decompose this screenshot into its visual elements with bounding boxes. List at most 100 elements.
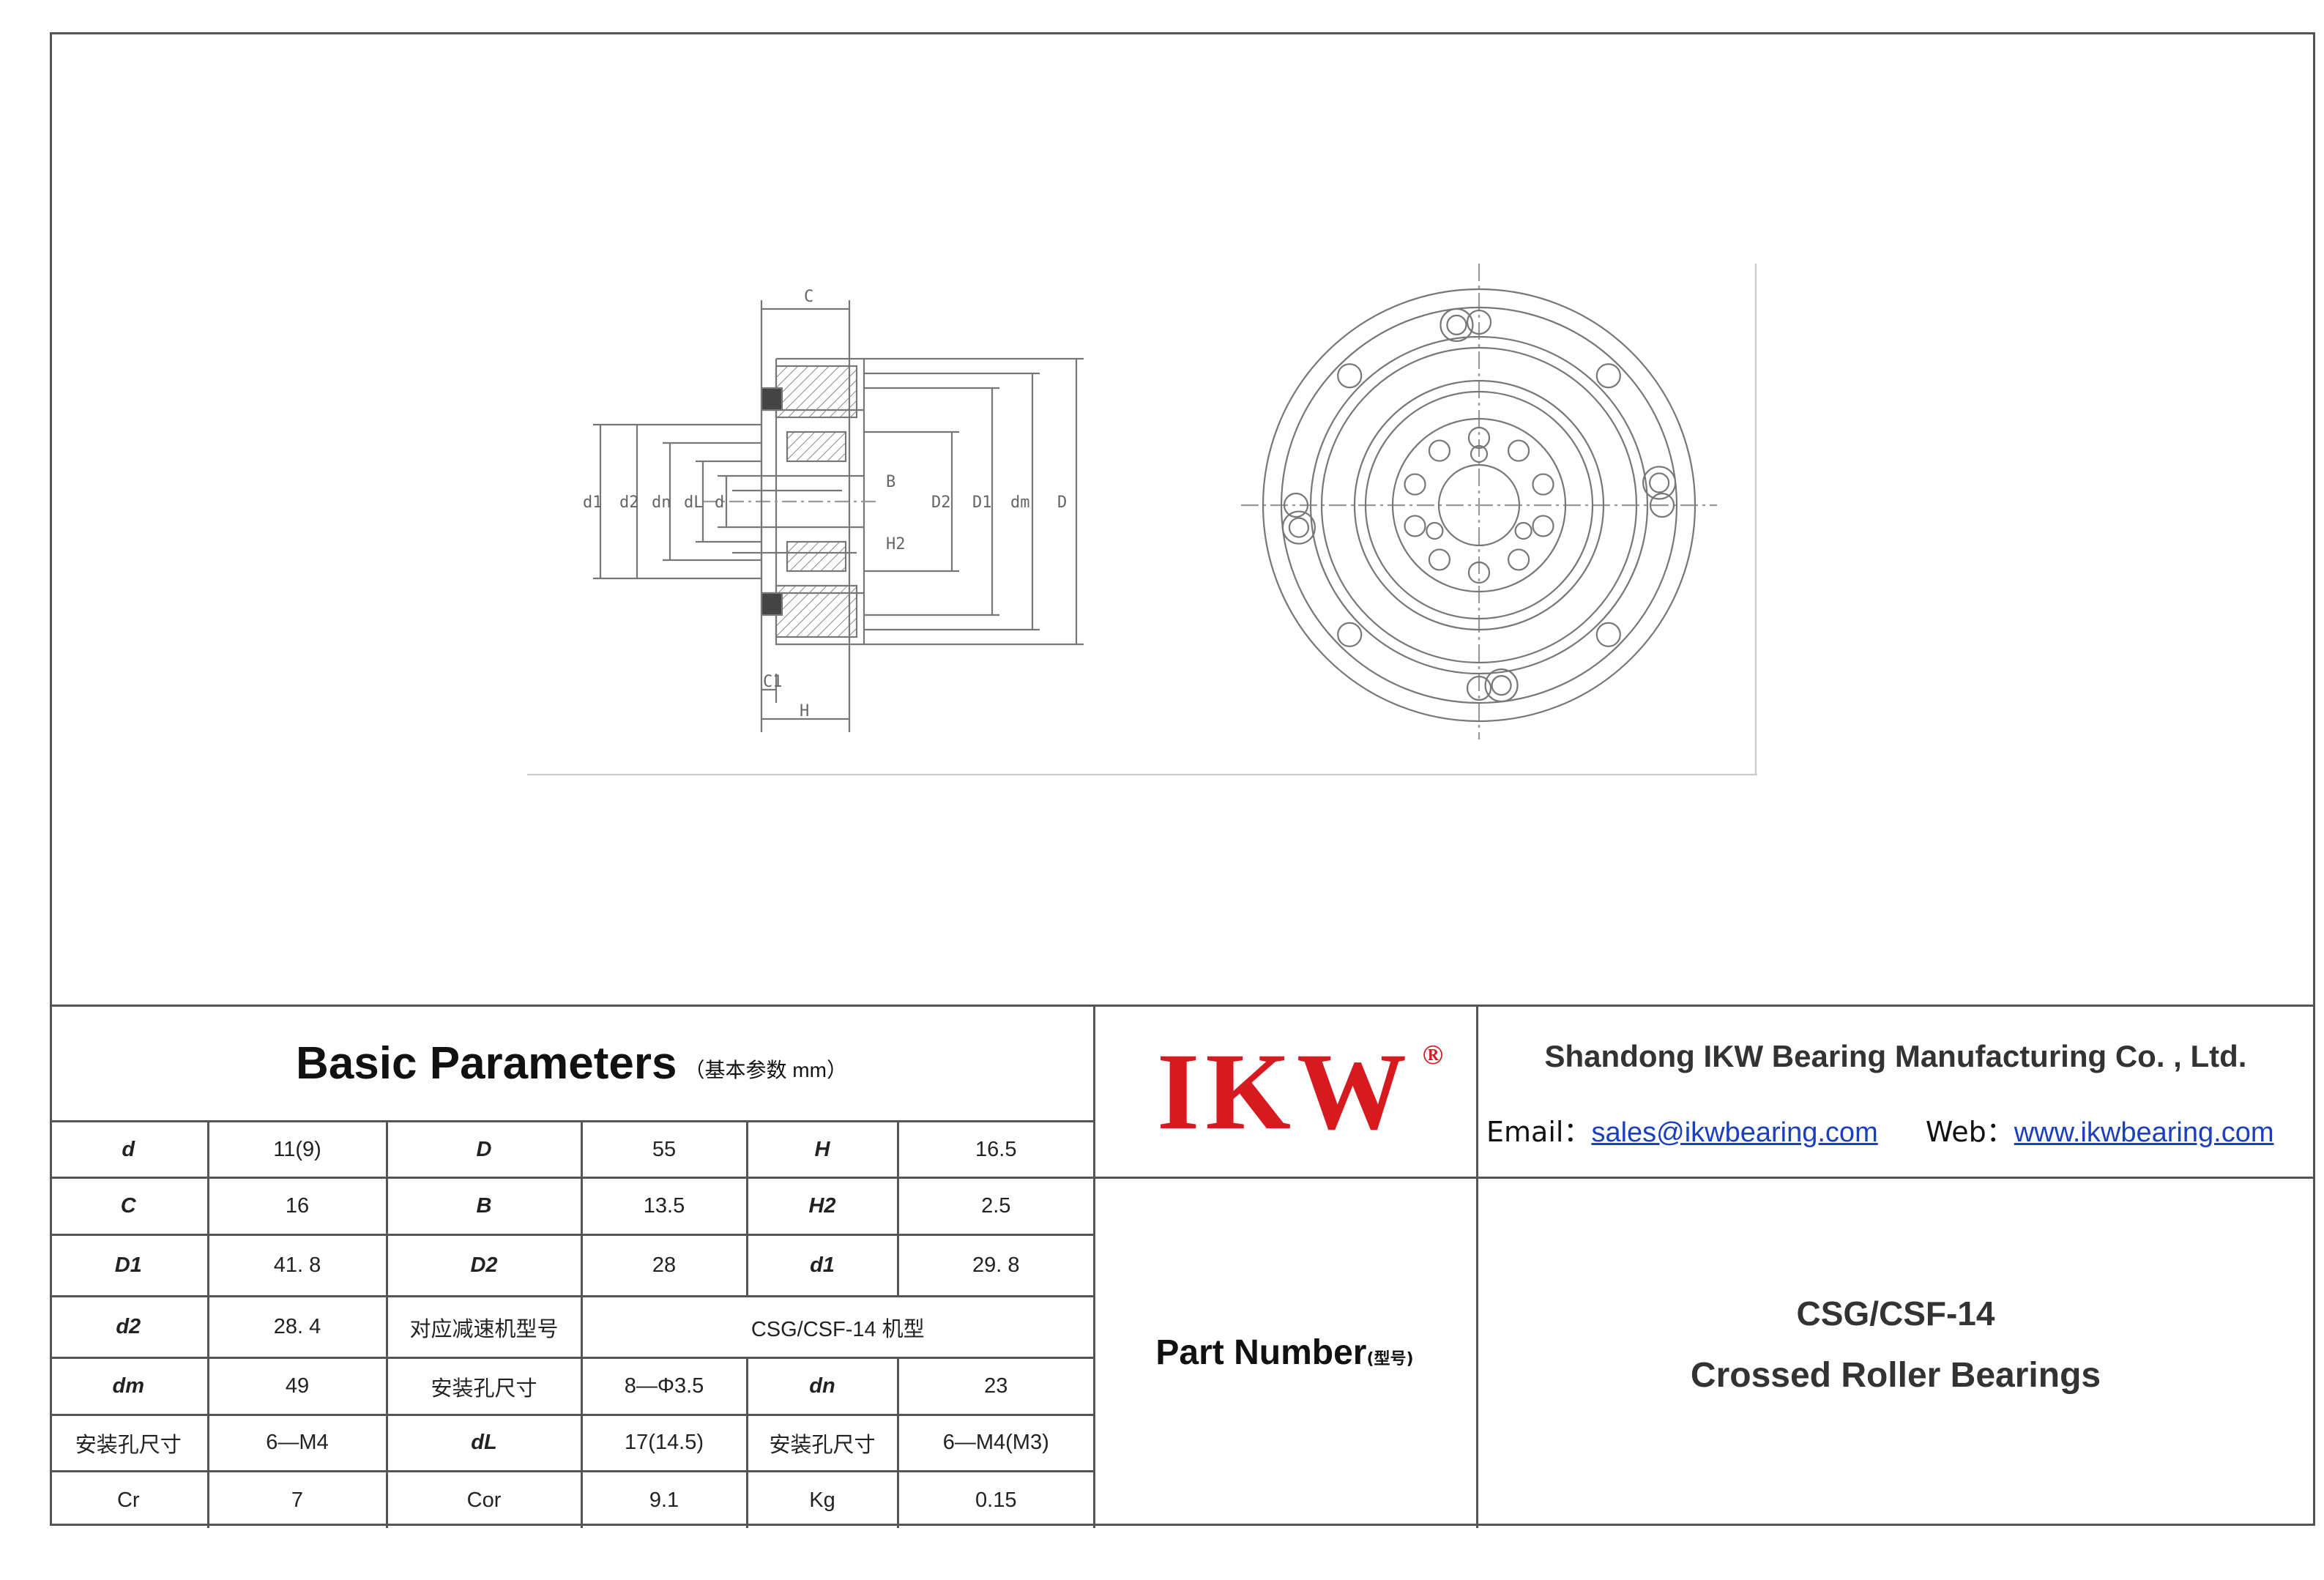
part-number-label-cell: Part Number(型号) xyxy=(1093,1177,1476,1528)
technical-drawing: C C1 H H2 B d1 d2 dn dL d D2 D1 dm D xyxy=(527,264,1757,776)
logo-text: IKW xyxy=(1156,1031,1413,1152)
param-label: 安装孔尺寸 xyxy=(50,1413,208,1472)
part-number-label: Part Number(型号) xyxy=(1155,1333,1413,1373)
divider xyxy=(1093,1177,2315,1179)
param-value: CSG/CSF-14 机型 xyxy=(580,1295,1093,1358)
part-type: Crossed Roller Bearings xyxy=(1690,1356,2101,1395)
dim-label-d2: d2 xyxy=(619,493,639,512)
small-hole xyxy=(1426,521,1444,540)
param-value: 28 xyxy=(580,1233,747,1297)
divider xyxy=(1093,1007,1095,1528)
param-label: 对应减速机型号 xyxy=(385,1295,581,1358)
param-label: C xyxy=(50,1177,208,1235)
param-label: dL xyxy=(385,1413,581,1472)
param-label: B xyxy=(385,1177,581,1235)
inner-mounting-hole xyxy=(1404,515,1426,537)
tapped-hole-outer xyxy=(1440,308,1474,342)
inner-mounting-hole xyxy=(1404,473,1426,496)
dim-label-dm: dm xyxy=(1010,493,1030,512)
outer-mounting-hole xyxy=(1595,622,1621,647)
param-value: 29. 8 xyxy=(896,1233,1093,1297)
param-value: 55 xyxy=(580,1119,747,1178)
inner-mounting-hole xyxy=(1428,439,1451,462)
param-value: 41. 8 xyxy=(206,1233,387,1297)
param-label: 安装孔尺寸 xyxy=(745,1413,898,1472)
tapped-hole-inner xyxy=(1288,517,1309,538)
param-label: 安装孔尺寸 xyxy=(385,1357,581,1415)
param-label: D1 xyxy=(50,1233,208,1297)
ikw-logo: IKW® xyxy=(1157,1037,1443,1147)
dim-label-h: H xyxy=(800,702,809,720)
company-cell: Shandong IKW Bearing Manufacturing Co. ,… xyxy=(1476,1007,2315,1177)
tapped-hole-inner xyxy=(1649,472,1670,493)
params-unit-note: （基本参数 mm） xyxy=(684,1058,847,1081)
param-label: dm xyxy=(50,1357,208,1415)
divider xyxy=(1476,1007,1478,1528)
param-label: H xyxy=(745,1119,898,1178)
email-label: Email： xyxy=(1486,1116,1592,1148)
company-name: Shandong IKW Bearing Manufacturing Co. ,… xyxy=(1544,1039,2247,1073)
part-number-value-cell: CSG/CSF-14 Crossed Roller Bearings xyxy=(1476,1177,2315,1528)
mounting-holes xyxy=(1281,308,1677,703)
dim-label-d1: d1 xyxy=(583,493,603,512)
side-section-view xyxy=(593,300,1084,732)
drawing-frame xyxy=(50,32,2315,1526)
param-label: d2 xyxy=(50,1295,208,1358)
inner-mounting-hole xyxy=(1467,426,1491,450)
param-value: 9.1 xyxy=(580,1470,747,1528)
outer-mounting-hole xyxy=(1595,363,1621,389)
small-hole xyxy=(1470,444,1489,463)
param-value: 23 xyxy=(896,1357,1093,1415)
small-hole xyxy=(1514,521,1532,540)
part-number-note: (型号) xyxy=(1366,1349,1414,1368)
param-value: 6—M4 xyxy=(206,1413,387,1472)
web-link[interactable]: www.ikwbearing.com xyxy=(2014,1117,2274,1148)
param-label: d1 xyxy=(745,1233,898,1297)
email-link[interactable]: sales@ikwbearing.com xyxy=(1591,1117,1878,1148)
part-model: CSG/CSF-14 xyxy=(1796,1294,1995,1333)
param-label: D2 xyxy=(385,1233,581,1297)
param-value: 17(14.5) xyxy=(580,1413,747,1472)
param-value: 16.5 xyxy=(896,1119,1093,1178)
inner-mounting-hole xyxy=(1532,515,1554,537)
tapped-hole-inner xyxy=(1491,675,1512,696)
outer-mounting-hole xyxy=(1283,492,1309,518)
param-value: 2.5 xyxy=(896,1177,1093,1235)
param-value: 0.15 xyxy=(896,1470,1093,1528)
param-value: 13.5 xyxy=(580,1177,747,1235)
param-label: D xyxy=(385,1119,581,1178)
tapped-hole-outer xyxy=(1484,668,1519,703)
param-value: 49 xyxy=(206,1357,387,1415)
dim-label-D: D xyxy=(1057,493,1067,512)
param-label: Kg xyxy=(745,1470,898,1528)
part-number-text: Part Number xyxy=(1155,1333,1367,1372)
dim-label-dn: dn xyxy=(652,493,671,512)
inner-mounting-hole xyxy=(1507,548,1530,571)
inner-mounting-hole xyxy=(1507,439,1530,462)
dim-label-d: d xyxy=(715,493,724,512)
param-value: 8—Φ3.5 xyxy=(580,1357,747,1415)
tapped-hole-outer xyxy=(1281,510,1316,545)
outer-mounting-hole xyxy=(1337,622,1363,647)
front-view xyxy=(1241,264,1717,739)
tapped-hole-outer xyxy=(1642,466,1677,500)
basic-parameters-title: Basic Parameters （基本参数 mm） xyxy=(50,1007,1093,1120)
outer-mounting-hole xyxy=(1466,675,1492,701)
dim-label-c: C xyxy=(804,288,813,306)
param-label: Cr xyxy=(50,1470,208,1528)
outer-mounting-hole xyxy=(1337,363,1363,389)
param-value: 6—M4(M3) xyxy=(896,1413,1093,1472)
logo-cell: IKW® xyxy=(1093,1007,1476,1177)
outer-mounting-hole xyxy=(1466,309,1492,335)
bearing-drawing-svg: C C1 H H2 B d1 d2 dn dL d D2 D1 dm D xyxy=(527,264,1757,776)
dim-label-b: B xyxy=(886,473,895,491)
